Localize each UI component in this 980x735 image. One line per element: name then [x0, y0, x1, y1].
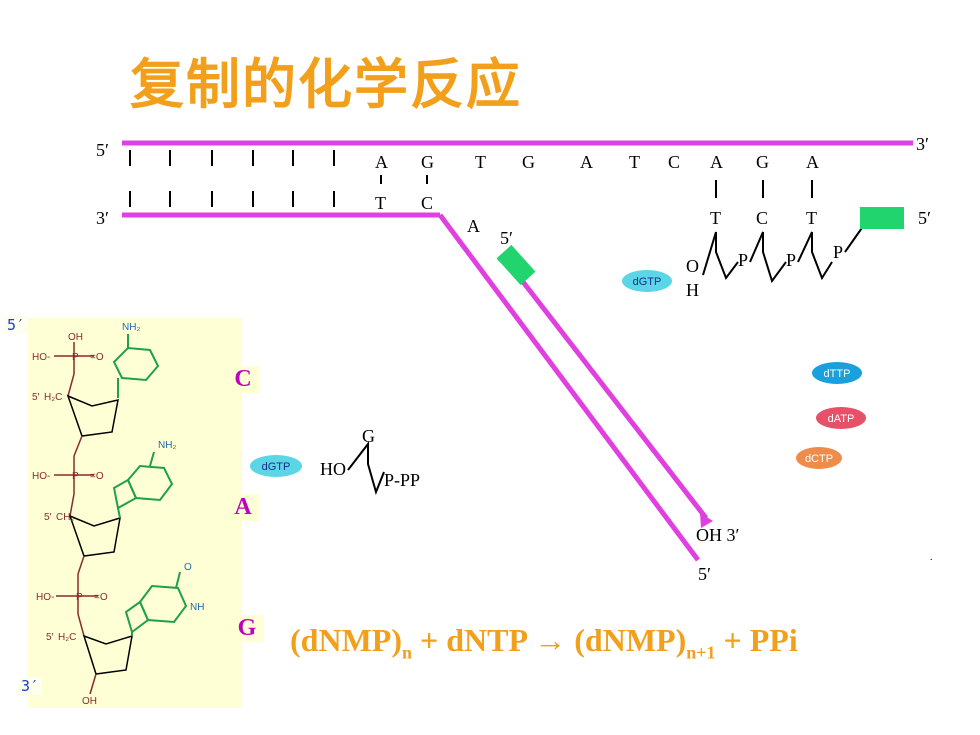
- datp-pill-label: dATP: [828, 413, 855, 425]
- primer-3prime-label: 3′: [96, 208, 109, 228]
- template-base: C: [668, 152, 680, 172]
- svg-text:NH₂: NH₂: [122, 322, 140, 333]
- svg-text:H₂C: H₂C: [58, 632, 76, 643]
- dgtp-pill-top-label: dGTP: [633, 276, 662, 288]
- equation-part1: (dNMP): [290, 622, 402, 658]
- incoming-green-block: [860, 207, 904, 229]
- svg-text:.: .: [930, 552, 933, 563]
- template-5prime-label: 5′: [96, 140, 109, 160]
- equation-sub-n1: n+1: [686, 642, 716, 663]
- equation-part2: + dNTP → (dNMP): [411, 622, 687, 658]
- primer-green-block: [496, 244, 536, 286]
- incoming-p-label: P: [738, 250, 748, 270]
- datp-pill: dATP: [816, 407, 866, 429]
- incoming-backbone-3: [797, 231, 833, 281]
- svg-text:O: O: [184, 562, 192, 573]
- structure-5prime-label: 5′: [4, 316, 29, 334]
- free-ho-label: HO: [320, 459, 346, 479]
- equation-sub-n: n: [401, 642, 412, 663]
- primer-strand-lower: [437, 213, 701, 562]
- branch-5prime-label: 5′: [500, 228, 513, 248]
- structure-base-g: G: [230, 615, 264, 642]
- template-base: A: [806, 152, 819, 172]
- dgtp-pill-mid-label: dGTP: [262, 461, 291, 473]
- incoming-h-label: H: [686, 280, 699, 300]
- svg-text:P: P: [76, 592, 83, 603]
- template-base: G: [756, 152, 769, 172]
- svg-text:HO-: HO-: [32, 471, 50, 482]
- equation-part3: + PPi: [715, 622, 798, 658]
- svg-text:NH₂: NH₂: [158, 440, 176, 451]
- incoming-p-label: P: [786, 250, 796, 270]
- incoming-base: T: [806, 208, 817, 228]
- structure-3prime-label: 3′: [18, 677, 43, 695]
- new-strand-arrowhead: [700, 513, 713, 528]
- svg-text:=O: =O: [90, 352, 104, 363]
- svg-text:H₂C: H₂C: [44, 392, 62, 403]
- incoming-5prime-label: 5′: [918, 208, 931, 228]
- svg-text:NH: NH: [190, 602, 204, 613]
- template-3prime-label: 3′: [916, 134, 929, 154]
- svg-text:OH: OH: [68, 332, 83, 343]
- incoming-backbone-2: [749, 231, 787, 284]
- incoming-base: T: [710, 208, 721, 228]
- dttp-pill: dTTP: [812, 362, 862, 384]
- svg-text:P: P: [72, 352, 79, 363]
- dgtp-pill-top: dGTP: [622, 270, 672, 292]
- svg-text:HO-: HO-: [36, 592, 54, 603]
- reaction-equation: (dNMP)n + dNTP → (dNMP)n+1 + PPi: [290, 622, 798, 663]
- lower-3prime-label: OH 3′: [696, 525, 739, 545]
- incoming-backbone-1: [702, 231, 739, 281]
- svg-text:5′: 5′: [46, 632, 54, 643]
- svg-text:=O: =O: [90, 471, 104, 482]
- next-base-label: A: [467, 216, 480, 236]
- incoming-backbone-link: [844, 224, 865, 253]
- svg-text:5′: 5′: [44, 512, 52, 523]
- svg-text:5′: 5′: [32, 392, 40, 403]
- dttp-pill-label: dTTP: [824, 368, 851, 380]
- template-base: T: [629, 152, 640, 172]
- template-base: G: [421, 152, 434, 172]
- primer-base: T: [375, 193, 386, 213]
- svg-text:CH₂: CH₂: [56, 512, 74, 523]
- structure-base-a: A: [226, 494, 260, 521]
- primer-base: C: [421, 193, 433, 213]
- trinucleotide-structure: OH HO- P =O 5′ H₂C HO- P =O 5′ CH₂ HO- P =O 5′ H₂C…: [32, 322, 204, 707]
- template-base: A: [580, 152, 593, 172]
- free-base-g: G: [362, 426, 375, 446]
- template-base: A: [375, 152, 388, 172]
- incoming-o-label: O: [686, 256, 699, 276]
- base-pair-rungs: [129, 150, 813, 207]
- slide-title: 复制的化学反应: [130, 53, 522, 116]
- svg-text:HO-: HO-: [32, 352, 50, 363]
- lower-5prime-label: 5′: [698, 564, 711, 584]
- incoming-p-label: P: [833, 242, 843, 262]
- dctp-pill: dCTP: [796, 447, 842, 469]
- svg-text:OH: OH: [82, 696, 97, 707]
- structure-panel: OH HO- P =O 5′ H₂C HO- P =O 5′ CH₂ HO- P =O 5′ H₂C…: [28, 318, 242, 708]
- free-p-pp-label: P-PP: [384, 470, 420, 490]
- template-base: G: [522, 152, 535, 172]
- template-base: A: [710, 152, 723, 172]
- dctp-pill-label: dCTP: [805, 453, 833, 465]
- incoming-base: C: [756, 208, 768, 228]
- free-backbone: [347, 441, 385, 496]
- structure-base-c: C: [226, 366, 260, 393]
- new-strand-line: [518, 276, 708, 520]
- template-base: T: [475, 152, 486, 172]
- svg-text:=O: =O: [94, 592, 108, 603]
- svg-text:P: P: [72, 471, 79, 482]
- dgtp-pill-mid: dGTP: [250, 455, 302, 477]
